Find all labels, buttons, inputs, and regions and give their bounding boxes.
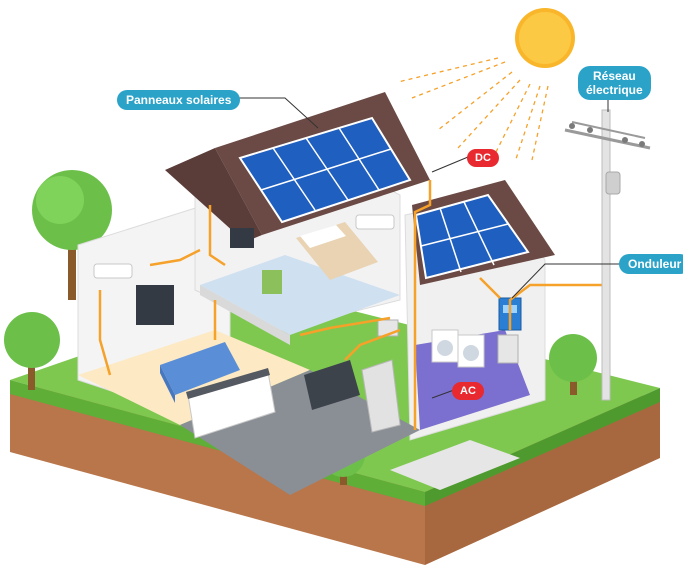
air-conditioner-icon <box>93 263 133 279</box>
chair-icon <box>262 270 282 294</box>
tree-icon <box>549 334 597 395</box>
label-solar-panels: Panneaux solaires <box>117 90 241 110</box>
stove-icon <box>304 360 360 410</box>
badge-ac: AC <box>452 382 484 400</box>
sun-rays <box>397 57 549 163</box>
electric-wiring <box>98 180 605 430</box>
label-grid-line1: Réseau <box>593 69 636 83</box>
air-conditioner-icon <box>355 214 395 230</box>
label-inverter: Onduleur <box>619 254 683 274</box>
badge-dc: DC <box>467 149 499 167</box>
sun-icon <box>515 8 575 68</box>
label-grid: Réseau électrique <box>578 66 651 100</box>
tv-icon <box>230 228 254 248</box>
fridge-icon <box>361 359 401 433</box>
tree-icon <box>4 312 60 390</box>
kitchen-counter <box>186 368 276 439</box>
breaker-box <box>497 334 519 364</box>
solar-panel-icon <box>238 116 412 224</box>
label-grid-line2: électrique <box>586 83 643 97</box>
bed-icon <box>296 222 378 280</box>
tree-icon <box>32 170 112 300</box>
washing-machine-icon <box>431 329 485 368</box>
solar-panel-icon <box>414 193 530 280</box>
utility-pole-icon <box>564 109 651 401</box>
sofa-icon <box>160 342 240 403</box>
label-leaders <box>232 92 622 399</box>
tv-icon <box>136 285 174 325</box>
